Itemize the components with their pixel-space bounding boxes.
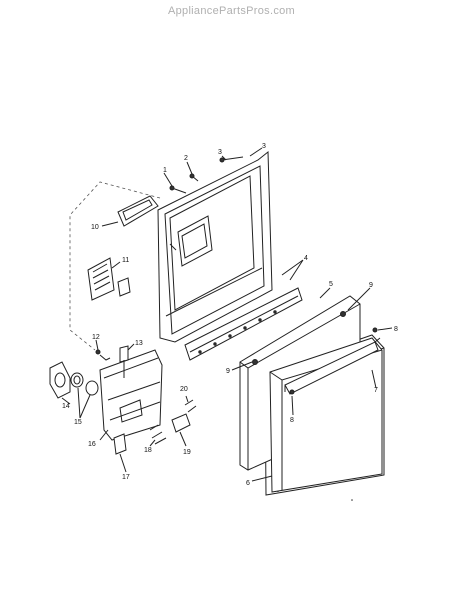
callout-20: 20 bbox=[180, 386, 188, 393]
control-module-16 bbox=[99, 349, 163, 441]
callout-9b: 9 bbox=[226, 368, 230, 375]
callout-5: 5 bbox=[329, 281, 333, 288]
callout-8b: 8 bbox=[290, 417, 294, 424]
part-19 bbox=[171, 413, 191, 433]
screw-1 bbox=[169, 185, 187, 194]
leader-lines bbox=[61, 147, 393, 482]
callout-6: 6 bbox=[246, 480, 250, 487]
callout-13: 13 bbox=[135, 340, 143, 347]
detergent-opening bbox=[177, 215, 213, 267]
callout-10: 10 bbox=[91, 224, 99, 231]
screw-8a bbox=[372, 327, 378, 333]
callout-14: 14 bbox=[62, 403, 70, 410]
vent-11 bbox=[87, 257, 131, 301]
watermark: AppliancePartsPros.com bbox=[167, 5, 296, 17]
switch-18 bbox=[149, 424, 167, 445]
screw-2 bbox=[189, 173, 199, 182]
callout-17: 17 bbox=[122, 474, 130, 481]
screw-8b bbox=[289, 389, 295, 395]
callout-8a: 8 bbox=[394, 326, 398, 333]
callout-19: 19 bbox=[183, 449, 191, 456]
actuator-13 bbox=[119, 345, 129, 378]
screw-9b bbox=[252, 359, 258, 365]
knob-14 bbox=[49, 361, 71, 399]
callout-16: 16 bbox=[88, 441, 96, 448]
callout-2: 2 bbox=[184, 155, 188, 162]
switch-20 bbox=[184, 399, 197, 413]
elbow-12 bbox=[95, 349, 111, 361]
callout-9a: 9 bbox=[369, 282, 373, 289]
callout-15: 15 bbox=[74, 419, 82, 426]
callout-7: 7 bbox=[374, 387, 378, 394]
callout-3: 3 bbox=[218, 149, 222, 156]
hinge-strip bbox=[184, 287, 303, 361]
callout-18: 18 bbox=[144, 447, 152, 454]
clip-17 bbox=[113, 433, 127, 455]
screw-9a bbox=[340, 311, 346, 317]
callout-1: 1 bbox=[163, 167, 167, 174]
stray-dot bbox=[351, 499, 353, 501]
door-handle bbox=[284, 337, 381, 395]
callout-3b: 3 bbox=[262, 143, 266, 150]
seal-15 bbox=[70, 372, 99, 396]
gasket-10 bbox=[117, 195, 159, 227]
callout-4: 4 bbox=[304, 255, 308, 262]
inner-door-liner bbox=[157, 150, 273, 343]
callout-12: 12 bbox=[92, 334, 100, 341]
callout-11: 11 bbox=[122, 257, 129, 264]
